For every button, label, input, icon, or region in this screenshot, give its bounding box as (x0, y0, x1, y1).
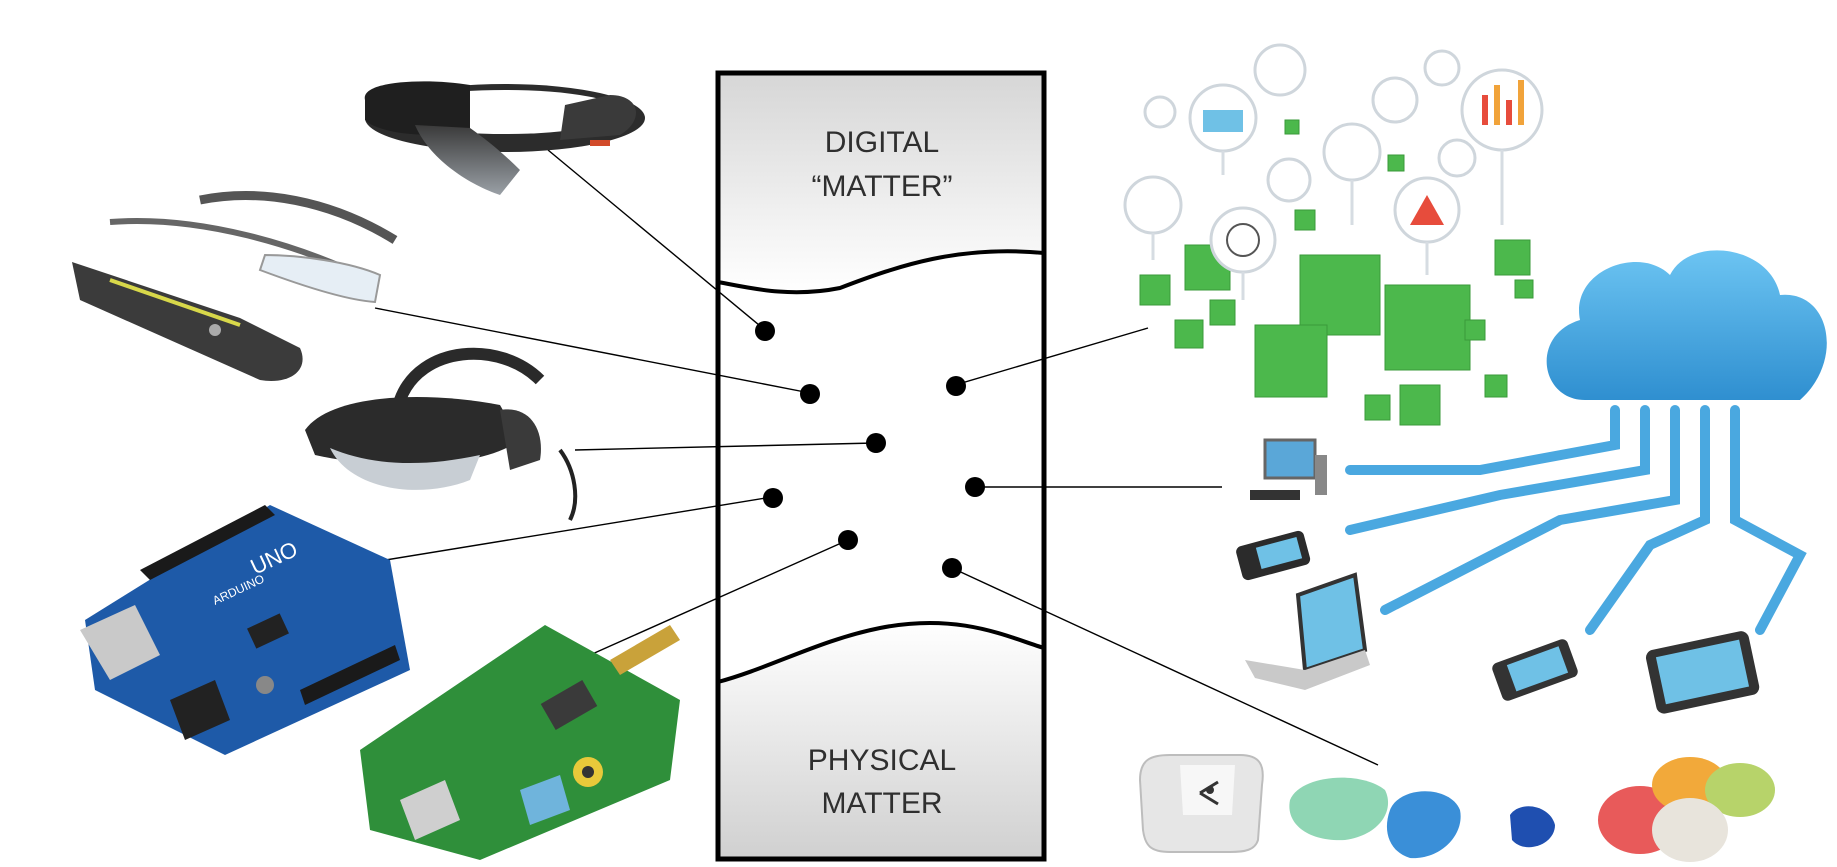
dot (800, 384, 820, 404)
mint-beacon (1289, 777, 1389, 841)
data-pin-icon (1322, 122, 1382, 182)
cloud-icon (1546, 250, 1827, 400)
globe-network-pin-icon (1209, 206, 1277, 274)
digital-region (718, 73, 1044, 293)
share-key-beacon (1138, 754, 1264, 853)
tablet-icon (1645, 631, 1760, 714)
laptop-icon (1245, 572, 1370, 690)
physical-label-line2: MATTER (821, 787, 942, 820)
raspberry-pi-board (360, 625, 680, 860)
data-analytics-cubes (1123, 43, 1544, 426)
web-pin-icon (1371, 76, 1419, 124)
chart-pin-icon (1143, 95, 1177, 129)
dot (866, 433, 886, 453)
dot (946, 376, 966, 396)
digital-label-line1: DIGITAL (825, 126, 939, 159)
process-pin-icon (1123, 175, 1183, 235)
dot (965, 477, 985, 497)
center-frame (715, 70, 1047, 862)
desktop-computer-icon (1250, 438, 1327, 500)
physical-label-line1: PHYSICAL (808, 744, 956, 777)
connector-lines (354, 149, 1379, 766)
small-fob-beacon (1510, 806, 1555, 848)
graph-pin-icon (1266, 157, 1312, 203)
bar-chart-pin-icon (1460, 68, 1544, 152)
smart-glasses (72, 191, 398, 381)
digital-label-line2: “MATTER” (811, 170, 952, 203)
blue-beacon (1386, 791, 1461, 859)
arduino-uno-board: UNO ARDUINO (80, 505, 410, 755)
dot (838, 530, 858, 550)
center-column: DIGITAL “MATTER” PHYSICAL MATTER (715, 70, 1047, 862)
macaron-beacons (1598, 757, 1775, 862)
dot (763, 488, 783, 508)
beacons (1138, 754, 1775, 862)
dot (942, 558, 962, 578)
smartphone-icon (1492, 639, 1578, 701)
dot (755, 321, 775, 341)
physical-boundary-curve (717, 620, 1045, 684)
particle-dots (755, 321, 985, 578)
upload-pin-icon (1423, 49, 1461, 87)
meta-ar-headset (305, 347, 578, 521)
physical-region (718, 622, 1044, 859)
digital-boundary-curve (717, 249, 1045, 295)
pie-pin-icon (1437, 138, 1477, 178)
globe-pin-icon (1253, 43, 1307, 97)
phone-landscape-icon (1236, 530, 1311, 581)
hololens-headset (364, 81, 645, 195)
cloud-devices (1236, 250, 1827, 714)
